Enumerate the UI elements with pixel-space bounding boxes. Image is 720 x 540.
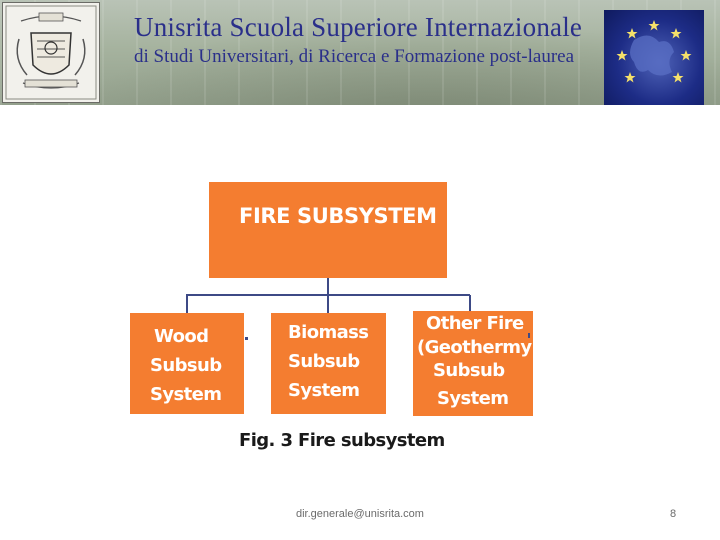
node-label-line: Biomass [288, 322, 369, 343]
node-label-line: (Geothermy) [417, 337, 540, 358]
node-label-line: Subsub [150, 355, 222, 376]
stray-mark [528, 333, 530, 338]
node-wood-subsub-system: Wood Subsub System [130, 313, 244, 414]
node-other-fire-subsub-system: Other Fire (Geothermy) Subsub System [413, 311, 540, 416]
node-biomass-subsub-system: Biomass Subsub System [271, 313, 386, 414]
institution-subtitle: di Studi Universitari, di Ricerca e Form… [134, 46, 575, 67]
node-fire-subsystem-label: FIRE SUBSYSTEM [239, 204, 437, 228]
node-label-line: Other Fire [426, 313, 524, 334]
header-banner: Unisrita Scuola Superiore Internazionale… [0, 0, 720, 105]
node-label-line: Subsub [433, 360, 505, 381]
node-label-line: System [288, 380, 360, 401]
university-crest-icon [2, 2, 100, 103]
figure-caption: Fig. 3 Fire subsystem [239, 430, 445, 451]
slide-number: 8 [670, 508, 677, 520]
node-label-line: System [437, 388, 509, 409]
node-label-line: Subsub [288, 351, 360, 372]
institution-title: Unisrita Scuola Superiore Internazionale [134, 12, 583, 42]
stray-mark [245, 337, 248, 340]
footer-email: dir.generale@unisrita.com [296, 508, 424, 520]
node-label-line: System [150, 384, 222, 405]
node-fire-subsystem: FIRE SUBSYSTEM [209, 182, 447, 278]
eu-stars-icon [604, 10, 704, 105]
node-label-line: Wood [154, 326, 209, 347]
